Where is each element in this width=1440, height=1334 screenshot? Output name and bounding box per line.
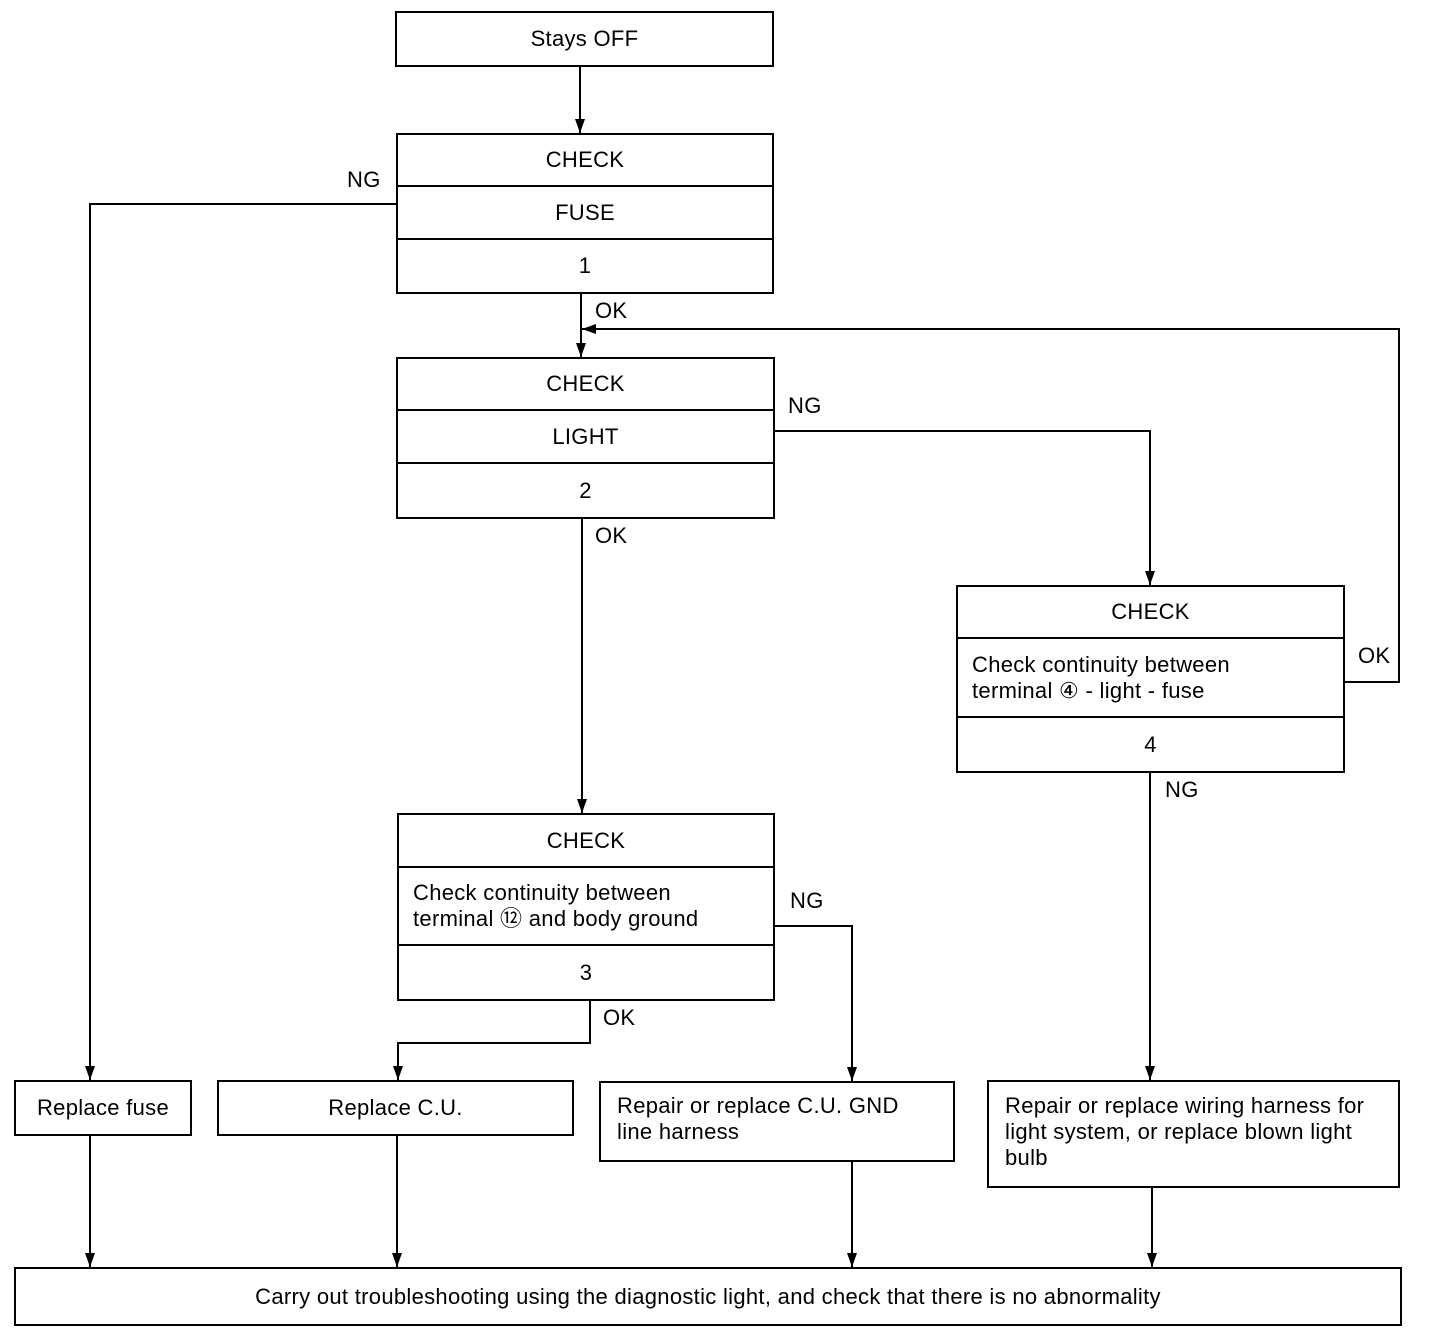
check-2-ok-label: OK xyxy=(595,523,628,548)
action-repair-wiring-line-2: light system, or replace blown light xyxy=(1005,1119,1353,1144)
check-1-item: FUSE xyxy=(555,199,615,225)
action-repair-gnd-line-2: line harness xyxy=(617,1119,740,1144)
check-4-number: 4 xyxy=(1144,731,1157,757)
check-4-number-row: 4 xyxy=(958,716,1343,771)
check-2-item: LIGHT xyxy=(552,423,619,449)
action-repair-gnd-text: Repair or replace C.U. GND line harness xyxy=(617,1093,937,1145)
check-4-header-row: CHECK xyxy=(958,587,1343,637)
check-4-ng-label: NG xyxy=(1165,777,1199,802)
check-3-number-row: 3 xyxy=(399,944,773,999)
action-replace-cu-text: Replace C.U. xyxy=(328,1095,463,1120)
action-replace-fuse-box: Replace fuse xyxy=(14,1080,192,1136)
check-4-ok-label: OK xyxy=(1358,643,1391,668)
action-repair-gnd-line-1: Repair or replace C.U. GND xyxy=(617,1093,899,1118)
check-2-header-row: CHECK xyxy=(398,359,773,409)
check-2-header: CHECK xyxy=(546,371,625,396)
check-2-box: CHECK LIGHT 2 xyxy=(396,357,775,519)
check-1-box: CHECK FUSE 1 xyxy=(396,133,774,294)
action-replace-cu-box: Replace C.U. xyxy=(217,1080,574,1136)
action-repair-wiring-text: Repair or replace wiring harness for lig… xyxy=(1005,1093,1382,1171)
check-1-header: CHECK xyxy=(545,147,625,172)
action-repair-wiring-line-1: Repair or replace wiring harness for xyxy=(1005,1093,1365,1118)
check-4-header: CHECK xyxy=(1111,599,1190,624)
check-1-number-row: 1 xyxy=(398,238,772,292)
connector-check-3-ng-to-repair-gnd xyxy=(775,925,857,1081)
action-repair-wiring-line-3: bulb xyxy=(1005,1145,1048,1170)
check-3-box: CHECK Check continuity between terminal … xyxy=(397,813,775,1001)
check-1-item-row: FUSE xyxy=(398,185,772,238)
check-3-description: Check continuity between terminal ⑫ and … xyxy=(413,880,698,932)
action-repair-gnd-box: Repair or replace C.U. GND line harness xyxy=(599,1081,955,1162)
check-1-header-row: CHECK xyxy=(398,135,772,185)
check-4-description-line-2: terminal ④ - light - fuse xyxy=(972,677,1205,703)
check-2-number: 2 xyxy=(579,477,592,503)
check-3-number: 3 xyxy=(579,959,593,985)
action-replace-fuse-text: Replace fuse xyxy=(36,1095,169,1120)
check-2-item-row: LIGHT xyxy=(398,409,773,462)
check-4-box: CHECK Check continuity between terminal … xyxy=(956,585,1345,773)
check-3-description-line-1: Check continuity between xyxy=(413,880,671,905)
check-2-number-row: 2 xyxy=(398,462,773,517)
check-1-ok-label: OK xyxy=(595,298,628,323)
check-4-description-line-1: Check continuity between xyxy=(972,651,1230,677)
action-repair-wiring-box: Repair or replace wiring harness for lig… xyxy=(987,1080,1400,1188)
check-4-description: Check continuity between terminal ④ - li… xyxy=(972,652,1230,704)
check-3-ok-label: OK xyxy=(603,1005,636,1030)
end-box: Carry out troubleshooting using the diag… xyxy=(14,1267,1402,1326)
check-1-number: 1 xyxy=(578,253,592,278)
end-box-text: Carry out troubleshooting using the diag… xyxy=(255,1283,1161,1309)
connector-check-3-ok-to-replace-cu xyxy=(393,1001,591,1080)
connector-check-1-ng-to-replace-fuse xyxy=(85,203,396,1080)
check-2-ng-label: NG xyxy=(788,393,822,418)
start-box-text: Stays OFF xyxy=(530,26,639,51)
check-3-header: CHECK xyxy=(546,827,626,853)
check-1-ng-label: NG xyxy=(347,167,381,192)
check-3-ng-label: NG xyxy=(790,888,824,913)
start-box: Stays OFF xyxy=(395,11,774,67)
check-3-header-row: CHECK xyxy=(399,815,773,866)
check-4-item-row: Check continuity between terminal ④ - li… xyxy=(958,637,1343,716)
connector-check-2-ng-to-check-4 xyxy=(775,430,1155,585)
check-3-item-row: Check continuity between terminal ⑫ and … xyxy=(399,866,773,944)
check-3-description-line-2: terminal ⑫ and body ground xyxy=(413,906,699,931)
